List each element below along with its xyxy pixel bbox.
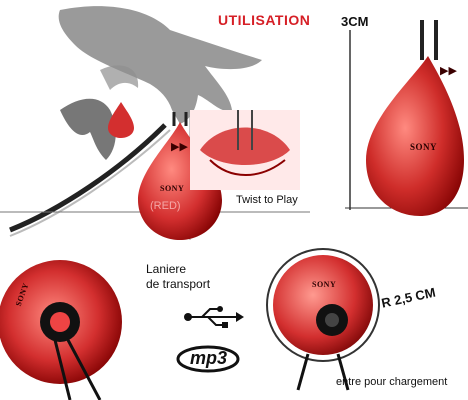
twist-to-play-caption: Twist to Play [236,194,298,206]
charging-caption: entre pour chargement [336,376,448,388]
device-brand-label-bottom-right: SONY [312,280,337,289]
device-bottom-right [266,248,380,391]
play-symbol: ▶▶ [171,141,188,153]
mp3-logo-text: mp3 [190,348,228,368]
device-large-right [366,20,464,216]
device-bottom-left [0,260,122,400]
device-brand-label: SONY [160,184,185,193]
product-mark: (RED) [150,200,181,212]
twist-sketch [190,110,300,190]
mp3-logo-icon: mp3 [176,344,240,374]
device-small [108,102,134,138]
page-title: UTILISATION [218,12,311,28]
device-main [138,112,222,240]
usb-icon [184,306,244,328]
device-brand-label-right: SONY [410,142,438,152]
height-dimension: 3CM [341,14,369,29]
strap-caption-line1: Laniere [146,262,187,276]
strap-caption-line2: de transport [146,277,211,291]
play-symbol-right: ▶▶ [440,65,457,77]
